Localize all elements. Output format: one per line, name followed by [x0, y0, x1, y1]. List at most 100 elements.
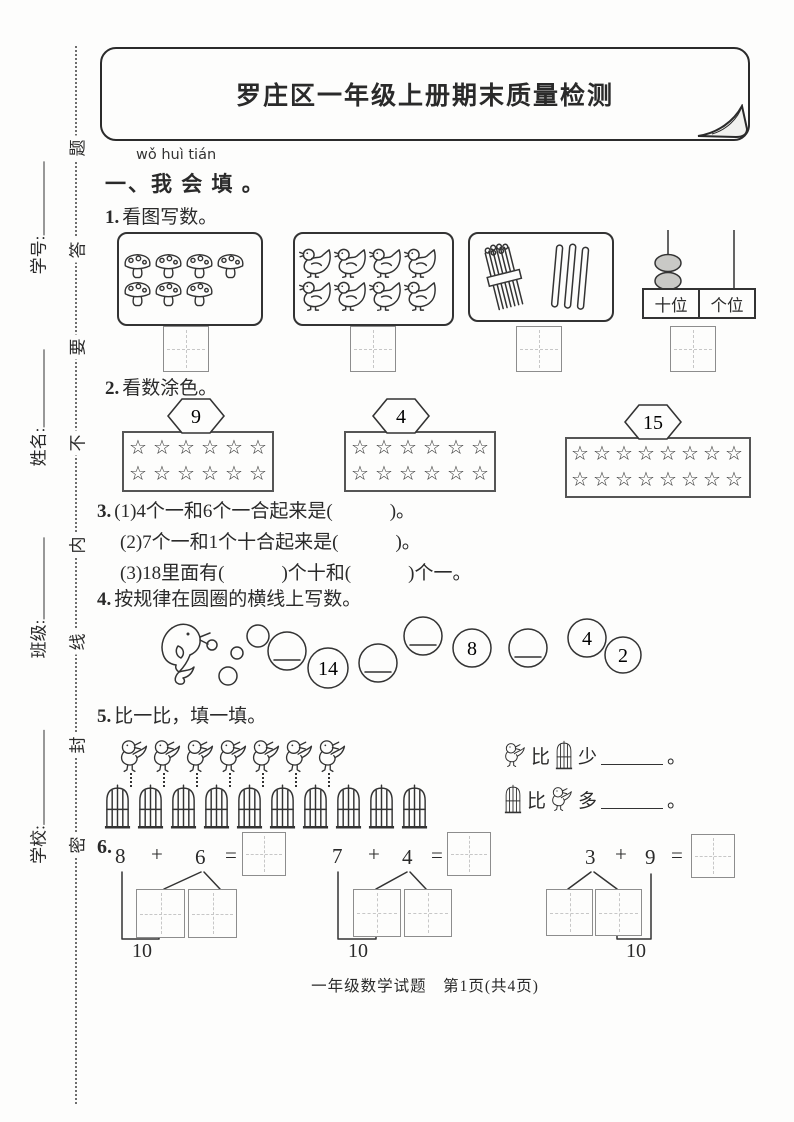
mushroom-icon: [184, 279, 215, 307]
bird-icon: [550, 786, 574, 812]
hexagon-tag-3: 15: [624, 404, 682, 440]
cage-item: [367, 783, 400, 831]
bird-item: [184, 739, 217, 787]
bird-item: [283, 739, 316, 787]
period: 。: [667, 790, 687, 812]
q2-number: 2.: [105, 378, 120, 399]
star-icon: ☆: [471, 434, 489, 459]
bird-icon: [217, 739, 249, 773]
hexagon-tag-2: 4: [372, 398, 430, 434]
answer-blank-line: [601, 745, 664, 765]
star-icon: ☆: [637, 440, 655, 465]
bird-item: [217, 739, 250, 787]
cage-icon: [235, 783, 264, 830]
bubble: [230, 646, 244, 660]
circle-value: 4: [582, 628, 592, 650]
seal-char: 要: [63, 334, 89, 360]
star-icon: ☆: [703, 440, 721, 465]
bubble: [206, 639, 218, 651]
decompose-box: [136, 889, 185, 938]
cage-icon: [367, 783, 396, 830]
bird-item: [316, 739, 349, 787]
star-icon: ☆: [725, 466, 743, 491]
plus-sign: +: [615, 842, 627, 866]
sequence-circle-blank: [403, 616, 443, 656]
mushroom-icon: [122, 251, 153, 279]
q4-heading: 4.按规律在圆圈的横线上写数。: [97, 584, 361, 611]
ten-label: 10: [626, 940, 646, 962]
circle-value: 8: [467, 638, 477, 660]
cage-row: [103, 783, 433, 831]
star-icon: ☆: [593, 440, 611, 465]
seal-char: 封: [63, 732, 89, 758]
plus-sign: +: [151, 842, 163, 866]
duck-icon: [404, 279, 439, 312]
bubble: [218, 666, 238, 686]
star-icon: ☆: [351, 460, 369, 485]
mushroom-icon: [122, 279, 153, 307]
star-icon: ☆: [249, 460, 267, 485]
sidebar-field-name: 姓名:: [25, 349, 50, 466]
duck-icon: [334, 246, 369, 279]
loose-sticks-icon: [550, 243, 590, 310]
star-icon: ☆: [593, 466, 611, 491]
ones-label: 个位: [710, 295, 744, 315]
q6-connectors: [337, 871, 427, 940]
seal-char: 线: [63, 629, 89, 655]
ten-label: 10: [348, 940, 368, 962]
duck-icon: [299, 279, 334, 312]
bird-icon: [316, 739, 348, 773]
star-icon: ☆: [225, 460, 243, 485]
q2-text: 看数涂色。: [122, 378, 218, 399]
cage-icon: [103, 783, 132, 830]
q1-answer-gridbox: [163, 326, 209, 372]
hexagon-number: 9: [191, 406, 201, 428]
star-icon: ☆: [375, 460, 393, 485]
name-blank: [27, 349, 45, 428]
star-icon: ☆: [153, 434, 171, 459]
class-label: 班级:: [29, 619, 49, 659]
bird-item: [118, 739, 151, 787]
title-banner: 罗庄区一年级上册期末质量检测: [100, 47, 750, 141]
cage-icon: [202, 783, 231, 830]
compare-word-bi: 比: [527, 790, 547, 812]
equals-sign: =: [431, 843, 443, 867]
sidebar-field-school: 学校:: [25, 730, 50, 864]
cage-icon: [136, 783, 165, 830]
q4-number: 4.: [97, 589, 112, 610]
footer-text: 一年级数学试题 第1页(共4页): [311, 978, 539, 995]
sequence-circle-14: 14: [307, 647, 349, 689]
star-icon: ☆: [447, 460, 465, 485]
star-box-2: [344, 431, 496, 492]
seal-char: 密: [63, 832, 89, 858]
dolphin-icon: [161, 623, 211, 685]
sequence-circle-8: 8: [452, 628, 492, 668]
answer-blank-line: [601, 789, 664, 809]
mushroom-icon: [153, 279, 184, 307]
sticks-figure: [484, 243, 590, 311]
q3-line-2: (2)7个一和1个十合起来是( )。: [120, 527, 421, 554]
star-icon: ☆: [615, 466, 633, 491]
sequence-circle-4: 4: [567, 618, 607, 658]
sequence-circle-blank: [267, 631, 307, 671]
bubble: [246, 624, 270, 648]
seal-char: 不: [63, 430, 89, 456]
star-icon: ☆: [177, 460, 195, 485]
plus-sign: +: [368, 842, 380, 866]
q1-number: 1.: [105, 207, 120, 228]
student-number-label: 学号:: [29, 235, 49, 275]
compare-word: 多: [578, 790, 598, 812]
q3-line-3: (3)18里面有( )个十和( )个一。: [120, 558, 471, 585]
star-icon: ☆: [153, 460, 171, 485]
bird-icon: [118, 739, 150, 773]
star-icon: ☆: [423, 434, 441, 459]
sidebar-field-class: 班级:: [25, 537, 50, 659]
q4-text: 按规律在圆圈的横线上写数。: [114, 589, 362, 610]
cage-icon: [334, 783, 363, 830]
cage-item: [202, 783, 235, 831]
star-group-2: ☆☆☆☆☆☆☆☆☆☆☆☆: [348, 433, 492, 486]
star-icon: ☆: [681, 440, 699, 465]
star-box-1: [122, 431, 274, 492]
q5-heading: 5.比一比，填一填。: [97, 701, 266, 728]
